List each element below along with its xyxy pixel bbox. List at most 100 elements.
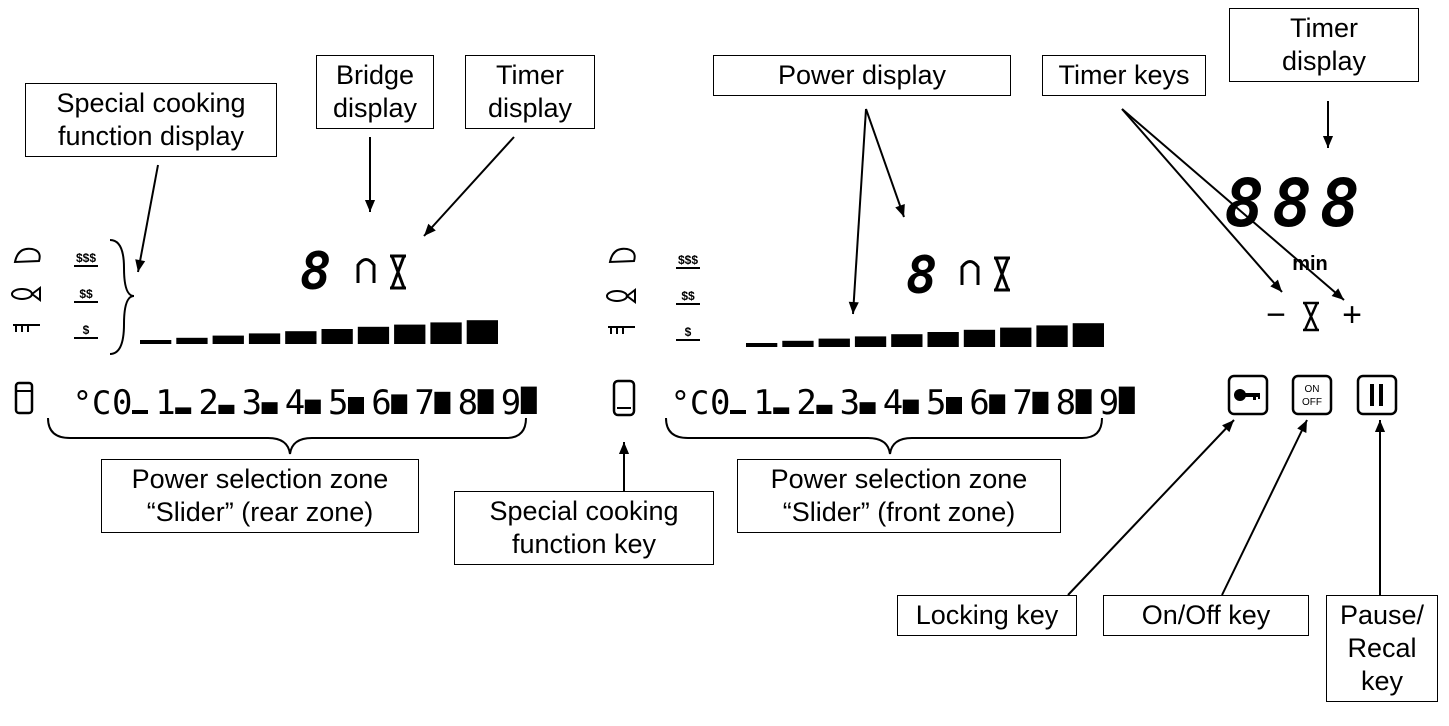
right-slider-level-block — [902, 399, 919, 414]
callout-bridge-display: Bridge display — [316, 55, 434, 129]
right-bargraph-segment — [1072, 323, 1104, 347]
on-off-label-on: ON — [1305, 384, 1320, 395]
right-slider-level-label: 8 — [1056, 383, 1076, 423]
callout-timer-display-left: Timer display — [465, 55, 595, 129]
callout-line: display — [487, 93, 573, 123]
callout-line: Special cooking — [56, 88, 246, 118]
left-bargraph-segment — [212, 335, 244, 344]
left-bargraph-segment — [321, 329, 353, 344]
connector-arrowhead — [848, 301, 859, 314]
callout-line: Recal — [1347, 633, 1417, 663]
right-slider-level-block — [730, 410, 746, 414]
key-icon — [1234, 389, 1260, 401]
connector-line — [865, 108, 905, 218]
callout-power-selection-rear: Power selection zone “Slider” (rear zone… — [101, 459, 419, 533]
right-hourglass-icon — [994, 256, 1010, 292]
left-fish-icon — [11, 286, 41, 302]
left-bargraph-segment — [140, 340, 172, 344]
right-bargraph-segment — [818, 338, 850, 347]
connector-arrowhead — [895, 204, 905, 217]
left-bargraph-segment — [466, 320, 498, 344]
right-slider-level-label: 4 — [883, 383, 903, 423]
callout-line: Locking key — [915, 600, 1059, 630]
left-grill-icon — [13, 324, 40, 332]
left-slider-level-block — [477, 389, 494, 414]
right-special-function-key[interactable] — [612, 379, 636, 417]
connector-line — [1121, 108, 1345, 301]
left-bridge-icon — [356, 258, 376, 283]
right-slider-level-block — [989, 394, 1006, 414]
right-meat-icon — [608, 247, 636, 264]
connector-arrowhead — [1297, 420, 1307, 433]
connector-arrowhead — [1322, 136, 1334, 148]
right-slider-level-label: 2 — [796, 383, 816, 423]
callout-power-display: Power display — [713, 55, 1011, 96]
callout-line: Bridge — [335, 60, 415, 90]
locking-key-button[interactable] — [1227, 374, 1269, 416]
right-slider-level-block — [946, 397, 962, 414]
left-icon-bracket — [109, 239, 135, 355]
right-slider-level-block — [859, 402, 876, 414]
pause-key-button[interactable] — [1356, 374, 1398, 416]
callout-line: “Slider” (front zone) — [782, 497, 1016, 527]
right-bargraph-segment — [891, 334, 923, 347]
connector-arrowhead — [1374, 420, 1386, 432]
right-slider-level-label: 7 — [1012, 383, 1032, 423]
left-slider-level-label: 9 — [501, 383, 521, 423]
left-slider-level-block — [391, 394, 408, 414]
left-slider-level-label: 0 — [112, 383, 132, 423]
left-keep-warm-level-2: $$ — [79, 287, 93, 301]
timer-plus-key[interactable]: + — [1342, 296, 1362, 334]
timer-hourglass-icon — [1303, 301, 1319, 332]
right-bargraph-segment — [782, 340, 814, 347]
left-slider-brace — [47, 417, 527, 455]
callout-line: Power display — [777, 60, 947, 90]
right-slider-level-label: 3 — [840, 383, 860, 423]
right-slider-level-block — [773, 407, 790, 414]
left-slider-level-block — [132, 410, 148, 414]
left-bargraph-segment — [248, 333, 281, 344]
left-slider-level-block — [261, 402, 278, 414]
right-bargraph-segment — [854, 336, 887, 347]
connector-line — [1221, 419, 1308, 596]
right-slider-level-label: 1 — [753, 383, 773, 423]
left-bargraph-segment — [176, 337, 208, 344]
callout-line: display — [332, 93, 418, 123]
connector-line — [1121, 108, 1283, 293]
right-slider-level-block — [816, 404, 833, 414]
left-slider-level-block — [348, 397, 364, 414]
callout-line: Timer — [496, 60, 564, 90]
left-temp-symbol: °C — [73, 384, 112, 422]
left-bargraph-segment — [430, 322, 462, 344]
on-off-key-button[interactable]: ON OFF — [1291, 374, 1333, 416]
right-slider-level-label: 0 — [710, 383, 730, 423]
callout-on-off-key: On/Off key — [1103, 595, 1309, 636]
callout-special-cooking-function-display: Special cooking function display — [25, 83, 277, 157]
connector-arrowhead — [1222, 420, 1234, 433]
left-hourglass-icon — [390, 254, 406, 290]
right-fish-icon — [606, 288, 636, 304]
left-power-bargraph — [140, 320, 498, 344]
callout-line: Timer keys — [1058, 60, 1190, 90]
right-slider-level-label: 6 — [969, 383, 989, 423]
left-bargraph-segment — [285, 331, 317, 344]
timer-digits: 888 — [1224, 165, 1367, 242]
connector-arrowhead — [1331, 288, 1344, 300]
right-keep-warm-level-3: $$$ — [678, 253, 698, 267]
callout-line: Power selection zone — [770, 464, 1028, 494]
connector-arrowhead — [135, 259, 146, 272]
left-keep-warm-level-3: $$$ — [76, 251, 96, 265]
left-bargraph-segment — [394, 324, 426, 344]
timer-minus-key[interactable]: − — [1266, 296, 1286, 334]
timer-unit: min — [1292, 253, 1328, 275]
right-bargraph-segment — [1036, 325, 1068, 347]
left-slider-level-label: 7 — [414, 383, 434, 423]
callout-line: function display — [57, 121, 245, 151]
left-special-function-key[interactable] — [14, 381, 34, 415]
connector-line — [137, 164, 159, 273]
callout-line: function key — [511, 529, 657, 559]
right-power-digit: 8 — [906, 246, 937, 306]
